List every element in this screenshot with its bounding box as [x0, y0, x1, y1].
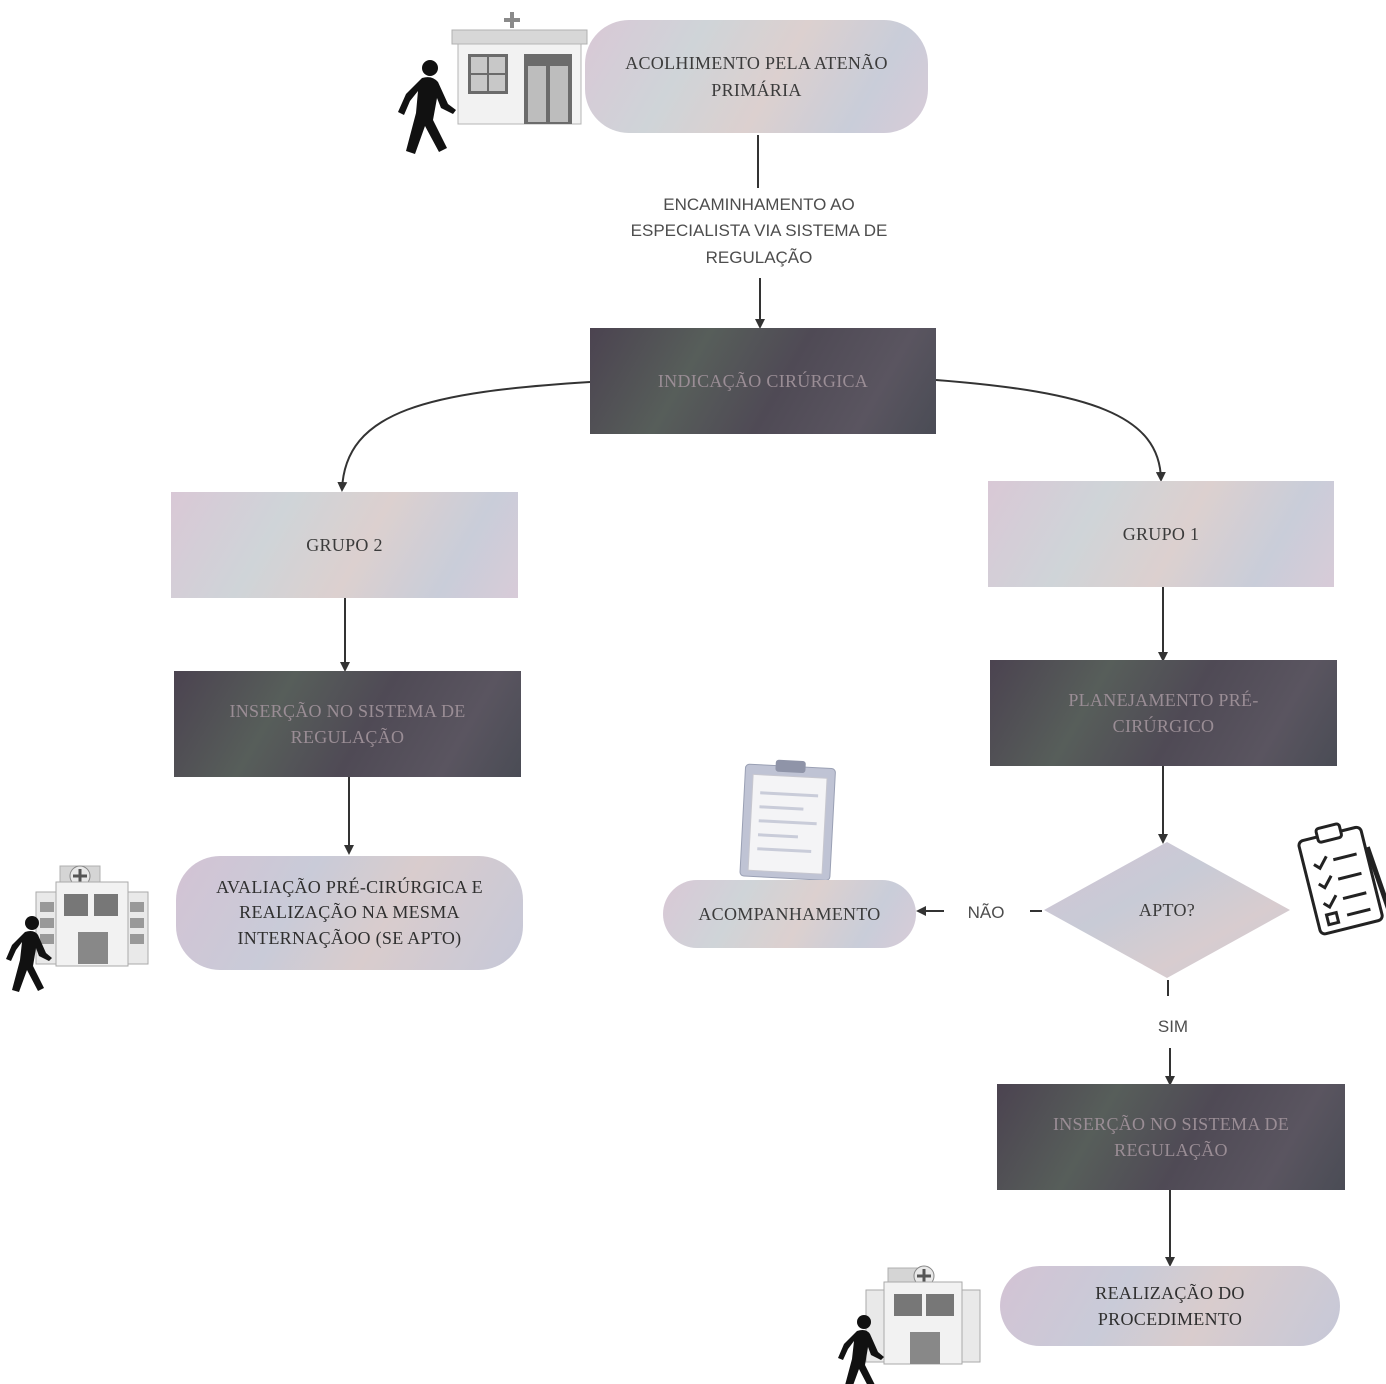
node-insercao-grupo2: INSERÇÃO NO SISTEMA DE REGULAÇÃO — [174, 671, 521, 777]
node-planejamento: PLANEJAMENTO PRÉ-CIRÚRGICO — [990, 660, 1337, 766]
clipboard-icon — [739, 759, 836, 881]
node-apto: APTO? — [1138, 899, 1196, 920]
node-acompanhamento: ACOMPANHAMENTO — [663, 880, 916, 948]
node-acolhimento: ACOLHIMENTO PELA ATENÃO PRIMÁRIA — [585, 20, 928, 133]
edge-indicacao-grupo2 — [337, 381, 591, 492]
node-grupo2: GRUPO 2 — [171, 492, 518, 598]
walking-person-icon — [398, 60, 456, 154]
hospital-icon — [451, 12, 588, 125]
hospital-icon — [865, 1265, 981, 1365]
apto-diamond — [1044, 842, 1290, 978]
node-insercao-grupo1: INSERÇÃO NO SISTEMA DE REGULAÇÃO — [997, 1084, 1345, 1190]
edge-indicacao-grupo1 — [935, 379, 1166, 482]
edge-label-sim: SIM — [1157, 1017, 1189, 1036]
edge-label-nao: NÃO — [967, 903, 1005, 922]
edge-label-encaminhamento: ENCAMINHAMENTO AO ESPECIALISTA VIA SISTE… — [630, 195, 888, 267]
node-indicacao: INDICAÇÃO CIRÚRGICA — [590, 328, 936, 434]
node-realizacao: REALIZAÇÃO DO PROCEDIMENTO — [1000, 1266, 1340, 1346]
walking-person-icon — [6, 916, 52, 992]
node-avaliacao: AVALIAÇÃO PRÉ-CIRÚRGICA E REALIZAÇÃO NA … — [176, 856, 523, 970]
walking-person-icon — [838, 1315, 884, 1384]
node-grupo1: GRUPO 1 — [988, 481, 1334, 587]
checklist-icon — [1297, 822, 1386, 936]
hospital-icon — [35, 865, 149, 967]
